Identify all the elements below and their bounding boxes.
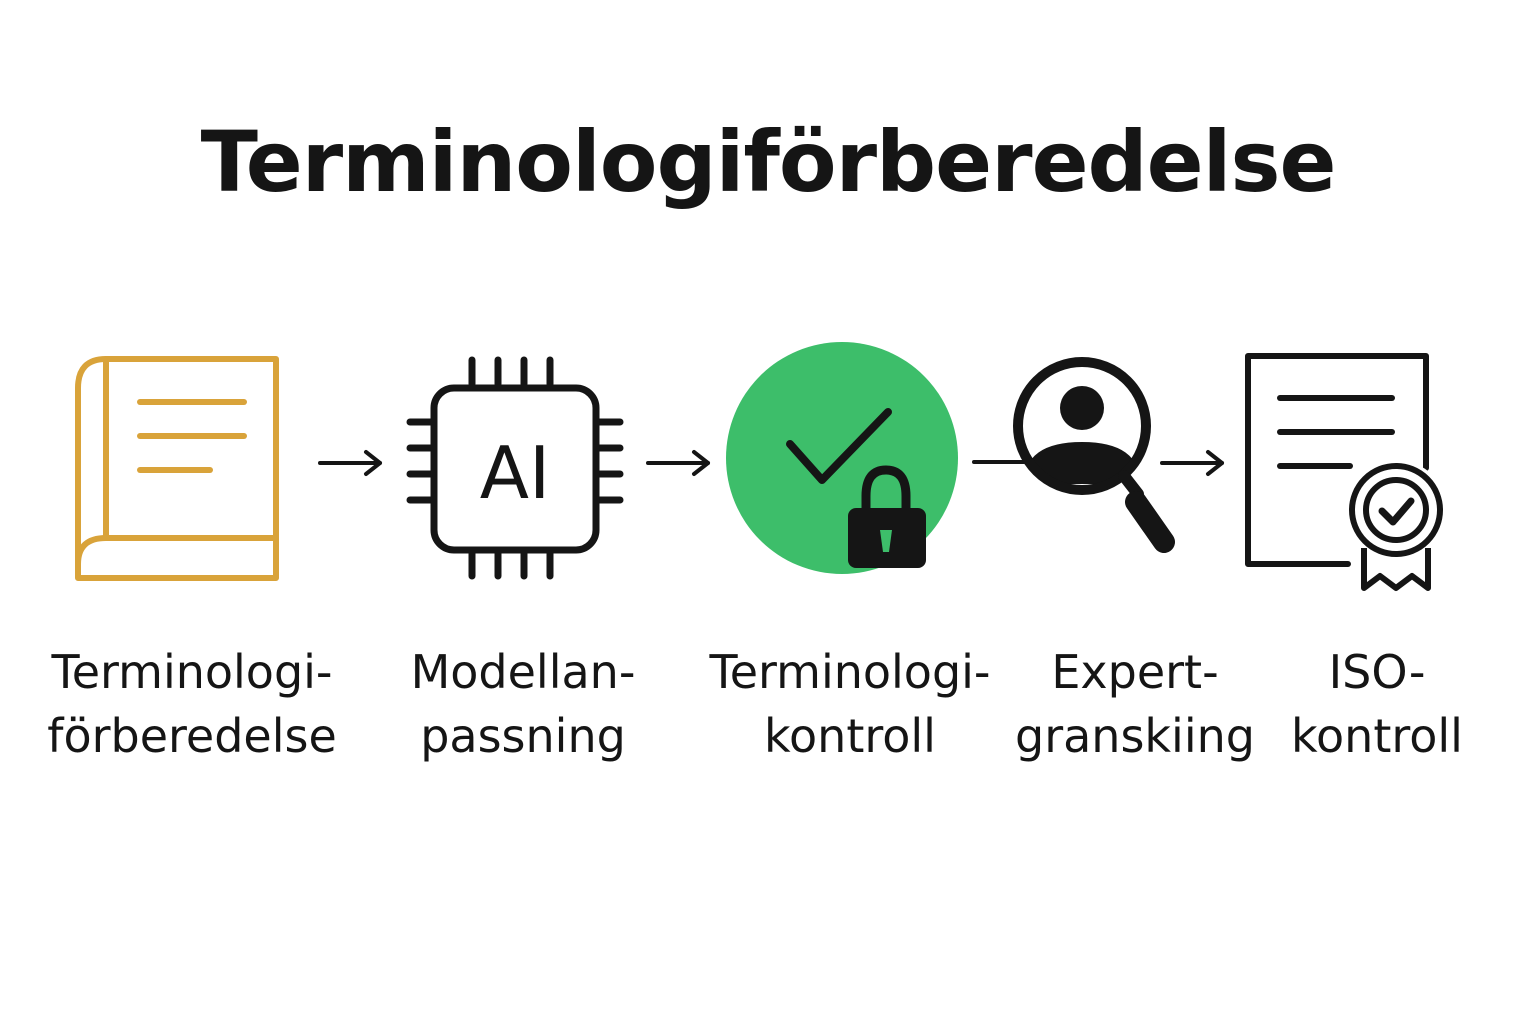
check-lock-icon xyxy=(726,342,958,574)
chip-label: AI xyxy=(480,431,551,515)
step-label-model-adaptation: Modellan- passning xyxy=(410,645,636,763)
arrow-right-icon xyxy=(1160,450,1224,476)
ai-chip-icon: AI xyxy=(406,356,624,580)
step-label-iso-check: ISO- kontroll xyxy=(1291,645,1463,763)
diagram-title: Terminologiförberedelse xyxy=(200,113,1337,211)
connector-line xyxy=(972,460,1028,464)
arrow-right-icon xyxy=(318,450,382,476)
certificate-icon xyxy=(1245,353,1448,591)
step-label-terminology-check: Terminologi- kontroll xyxy=(709,645,991,763)
book-icon xyxy=(75,356,279,581)
arrow-right-icon xyxy=(646,450,710,476)
step-label-expert-review: Expert- granskiing xyxy=(1015,645,1255,763)
step-label-terminology-prep: Terminologi- förberedelse xyxy=(47,645,337,763)
person-magnifier-icon xyxy=(1013,357,1175,553)
